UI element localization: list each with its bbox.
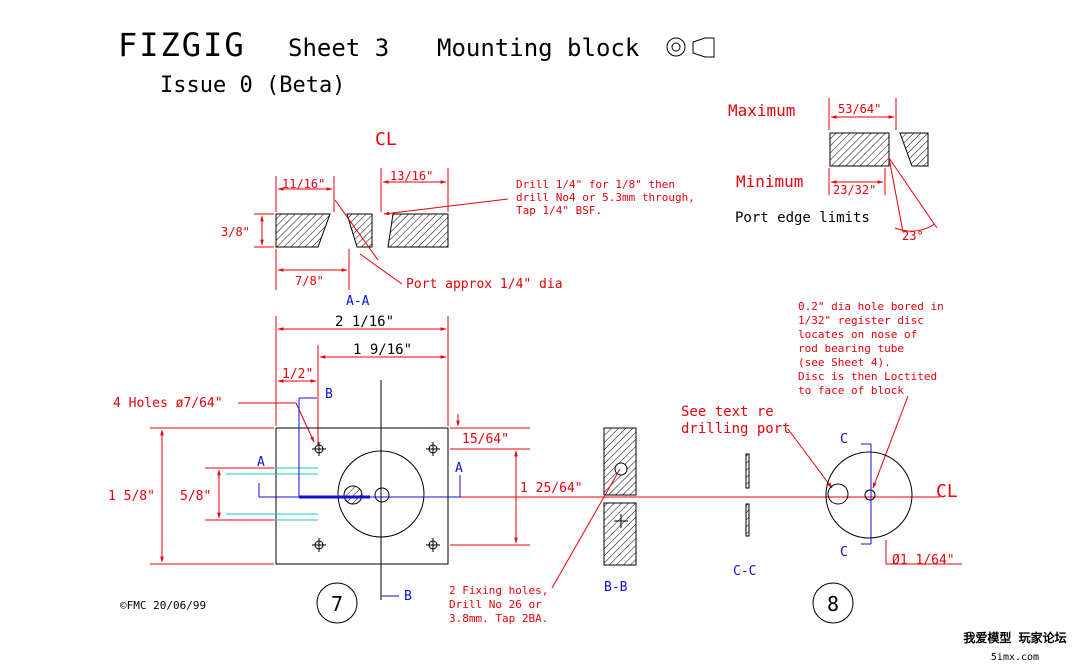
disc-note-line4: rod bearing tube	[798, 342, 904, 355]
note-drill-line2: drill No4 or 5.3mm through,	[516, 191, 695, 204]
part-number-bubble-8	[812, 582, 854, 624]
part-number-7: 7	[331, 592, 343, 616]
issue-label: Issue 0 (Beta)	[160, 73, 345, 98]
plan-view: 2 1/16" 1 9/16" 1/2" 4 Holes ø7/64"	[108, 314, 583, 624]
bore-hole	[374, 487, 390, 503]
minimum-dim: 23/32"	[833, 183, 876, 197]
drawing-title: FIZGIG	[118, 26, 246, 64]
dim-inner-height: 5/8"	[180, 489, 211, 504]
disc-note-line5: (see Sheet 4).	[798, 356, 891, 369]
note-fixing-line1: 2 Fixing holes,	[449, 584, 548, 597]
note-drill-port-line2: drilling port	[681, 421, 791, 437]
note-fixing-line2: Drill No 26 or	[449, 598, 542, 611]
dim-left-top: 11/16"	[282, 177, 325, 191]
cc-disc-top	[745, 453, 750, 489]
watermark-url: 5imx.com	[991, 652, 1039, 663]
angle-dim: 23°	[902, 229, 924, 243]
disc-view: 0.2" dia hole bored in 1/32" register di…	[798, 300, 962, 624]
centerline-symbol-right: CL	[936, 481, 958, 502]
watermark-text: 我爱模型 玩家论坛	[963, 630, 1066, 645]
dim-height: 3/8"	[221, 225, 250, 239]
section-aa-label: A-A	[346, 294, 370, 309]
holes-note: 4 Holes ø7/64"	[113, 396, 223, 411]
port-edge-caption: Port edge limits	[735, 210, 870, 226]
port-edge-limits: Maximum 53/64" Minimum 23/32" Port edge …	[728, 98, 938, 243]
edge-block-left	[829, 132, 890, 167]
minimum-label: Minimum	[736, 172, 803, 191]
register-disc	[825, 451, 913, 539]
edge-block-right	[899, 132, 929, 167]
disc-note-line2: 1/32" register disc	[798, 314, 924, 327]
disc-port-hole	[827, 483, 849, 505]
disc-note-line7: to face of block	[798, 384, 904, 397]
title-block: FIZGIG Sheet 3 Mounting block Issue 0 (B…	[118, 26, 715, 98]
maximum-label: Maximum	[728, 101, 795, 120]
maximum-dim: 53/64"	[838, 102, 881, 116]
section-letter-a-right: A	[455, 461, 463, 476]
dim-right-top: 13/16"	[390, 169, 433, 183]
block-section-left	[275, 213, 331, 248]
projection-symbol-icon	[666, 37, 715, 58]
section-aa-view: CL 11/16" 13/16" 3/8" 7/8" Drill 1/4" fo…	[221, 129, 695, 309]
note-drill-line3: Tap 1/4" BSF.	[516, 204, 602, 217]
dim-half: 1/2"	[282, 367, 313, 382]
dim-overall-width: 2 1/16"	[335, 314, 394, 330]
section-letter-b-bottom: B	[404, 589, 412, 604]
note-port: Port approx 1/4" dia	[406, 277, 563, 292]
part-number-8: 8	[827, 592, 839, 616]
bb-hatch-bottom	[603, 502, 637, 566]
dim-inner-width: 1 9/16"	[353, 342, 412, 358]
bb-hatch-top	[603, 427, 637, 496]
section-cc-label: C-C	[733, 564, 756, 579]
note-drill-line1: Drill 1/4" for 1/8" then	[516, 178, 675, 191]
centerline-symbol: CL	[375, 129, 397, 150]
part-number-bubble-7	[316, 582, 358, 624]
disc-note-line1: 0.2" dia hole bored in	[798, 300, 944, 313]
section-letter-c-top: C	[840, 432, 848, 447]
disc-note-line6: Disc is then Loctited	[798, 370, 937, 383]
disc-note-line3: locates on nose of	[798, 328, 917, 341]
copyright: ©FMC 20/06/99	[120, 599, 206, 612]
port-hole	[343, 485, 363, 505]
dim-left-bottom: 7/8"	[295, 274, 324, 288]
section-letter-b-top: B	[325, 387, 333, 402]
disc-diameter-dim: Ø1 1/64"	[892, 553, 955, 568]
section-letter-a-left: A	[257, 455, 265, 470]
dim-overall-height: 1 5/8"	[108, 489, 155, 504]
dim-hole-span: 1 25/64"	[520, 481, 583, 496]
section-bb-label: B-B	[604, 580, 628, 595]
block-section-right	[387, 213, 449, 248]
cc-disc-bottom	[745, 503, 750, 537]
note-fixing-line3: 3.8mm. Tap 2BA.	[449, 612, 548, 625]
mounting-block-outline	[275, 427, 449, 565]
subject-label: Mounting block	[437, 34, 640, 62]
watermark-background	[955, 628, 1075, 670]
disc-center-hole	[864, 489, 876, 501]
sheet-label: Sheet 3	[288, 34, 389, 62]
block-section-middle	[346, 213, 373, 248]
section-letter-c-bottom: C	[840, 545, 848, 560]
dim-top-offset: 15/64"	[462, 432, 509, 447]
note-drill-port-line1: See text re	[681, 404, 774, 420]
section-cc-view: C-C See text re drilling port	[681, 404, 833, 579]
section-bb-view: B-B 2 Fixing holes, Drill No 26 or 3.8mm…	[449, 427, 637, 625]
